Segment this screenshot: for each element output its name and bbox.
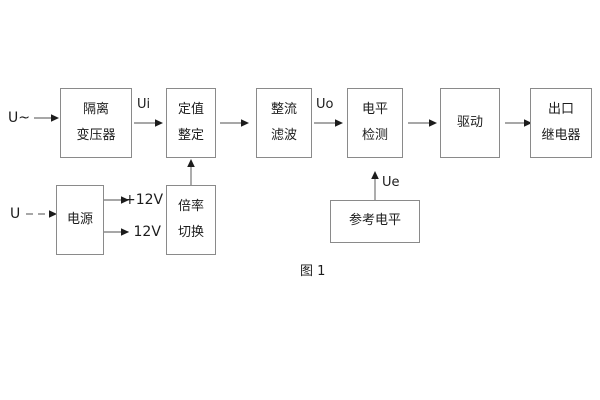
block-line: 电源	[66, 211, 93, 227]
arrow-level-detection-to-drive	[408, 118, 438, 128]
block-drive[interactable]: 驱动	[440, 88, 500, 158]
arrow-reference-level-to-level-detection	[370, 170, 380, 200]
block-line: 检测	[361, 127, 388, 143]
block-line: 切换	[177, 224, 204, 240]
block-line: 隔离	[82, 102, 109, 118]
arrow-ac-input-to-isolation-transformer	[34, 113, 60, 123]
signal-label-uo: Uo	[316, 97, 334, 112]
block-line: 定值	[177, 102, 204, 118]
block-line: 倍率	[177, 199, 204, 215]
arrow-power-supply-rail-positive	[104, 195, 130, 205]
block-line: 电平	[361, 102, 388, 118]
signal-label-ui: Ui	[137, 97, 151, 112]
rail-label-positive: +12V	[124, 192, 164, 208]
block-line: 继电器	[541, 127, 581, 143]
arrow-setting-value-to-rectify-filter	[220, 118, 250, 128]
block-setting-value[interactable]: 定值 整定	[166, 88, 216, 158]
block-power-supply[interactable]: 电源	[56, 185, 104, 255]
arrow-isolation-transformer-to-setting-value	[134, 118, 164, 128]
arrow-dc-input-to-power-supply	[26, 209, 58, 219]
block-line: 驱动	[456, 114, 483, 130]
arrow-drive-to-output-relay	[505, 118, 533, 128]
block-line: 整流	[270, 102, 297, 118]
block-line: 出口	[547, 102, 574, 118]
block-isolation-transformer[interactable]: 隔离 变压器	[60, 88, 132, 158]
block-line: 滤波	[270, 127, 297, 143]
block-rectify-filter[interactable]: 整流 滤波	[256, 88, 312, 158]
signal-label-ue: Ue	[382, 175, 400, 190]
arrow-multiplier-switch-to-setting-value	[186, 158, 196, 186]
block-level-detection[interactable]: 电平 检测	[347, 88, 403, 158]
block-output-relay[interactable]: 出口 继电器	[530, 88, 592, 158]
arrow-rectify-filter-to-level-detection	[314, 118, 344, 128]
terminal-label-ac-input: U~	[8, 110, 30, 126]
block-line: 变压器	[76, 127, 116, 143]
rail-label-negative: - 12V	[124, 224, 161, 240]
block-multiplier-switch[interactable]: 倍率 切换	[166, 185, 216, 255]
block-line: 整定	[177, 127, 204, 143]
terminal-label-dc-input: U	[10, 206, 21, 222]
block-reference-level[interactable]: 参考电平	[330, 200, 420, 243]
arrow-power-supply-rail-negative	[104, 227, 130, 237]
block-line: 参考电平	[348, 213, 401, 229]
figure-caption: 图 1	[300, 264, 326, 279]
